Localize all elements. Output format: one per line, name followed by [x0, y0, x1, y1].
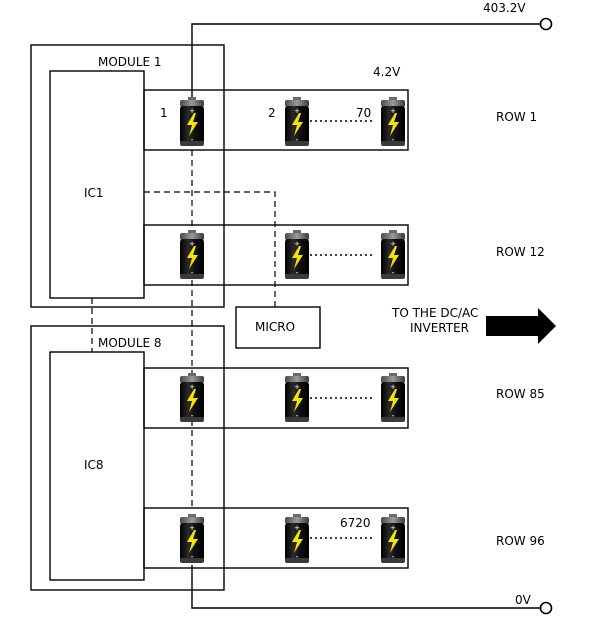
battery-cell-icon	[285, 97, 309, 146]
row-96-bus	[143, 507, 409, 569]
ic1-box	[49, 70, 145, 299]
module-8-label: MODULE 8	[98, 336, 162, 350]
micro-box	[235, 306, 321, 349]
inverter-arrow-icon	[486, 308, 556, 344]
module-8-box	[30, 325, 225, 591]
row-label: ROW 1	[496, 110, 537, 124]
ground-terminal	[539, 601, 553, 615]
inverter-label-line1: TO THE DC/AC	[391, 306, 478, 320]
battery-cell-icon	[180, 230, 204, 279]
battery-cell-icon	[381, 97, 405, 146]
row-85-bus	[143, 367, 409, 429]
battery-cell-icon	[381, 230, 405, 279]
micro-label: MICRO	[255, 320, 295, 334]
battery-cell-icon	[285, 514, 309, 563]
positive-wire	[191, 23, 540, 97]
battery-cell-icon	[381, 514, 405, 563]
cell-number-1: 1	[160, 106, 168, 120]
row-1-bus	[143, 89, 409, 151]
top-voltage-label: 403.2V	[483, 1, 526, 15]
row-12-bus	[143, 224, 409, 286]
row-label: ROW 12	[496, 245, 545, 259]
ic1-micro-link	[144, 191, 276, 307]
ground-wire	[191, 565, 540, 609]
ic8-label: IC8	[84, 458, 104, 472]
module-1-box	[30, 44, 225, 308]
battery-cell-icon	[180, 373, 204, 422]
bottom-voltage-label: 0V	[515, 593, 532, 607]
battery-cell-icon	[285, 373, 309, 422]
positive-terminal	[539, 17, 553, 31]
ic1-label: IC1	[84, 186, 104, 200]
cell-number-70: 70	[356, 106, 371, 120]
cell-number-6720: 6720	[340, 516, 371, 530]
battery-cell-icon	[285, 230, 309, 279]
battery-cell-icon	[180, 514, 204, 563]
row-label: ROW 85	[496, 387, 545, 401]
ic8-box	[49, 351, 145, 581]
module-1-label: MODULE 1	[98, 55, 162, 69]
battery-cell-icon	[180, 97, 204, 146]
cell-number-2: 2	[268, 106, 276, 120]
battery-cell-icon	[381, 373, 405, 422]
inverter-label-line2: INVERTER	[410, 321, 469, 335]
row-label: ROW 96	[496, 534, 545, 548]
cell-voltage-label: 4.2V	[373, 65, 401, 79]
